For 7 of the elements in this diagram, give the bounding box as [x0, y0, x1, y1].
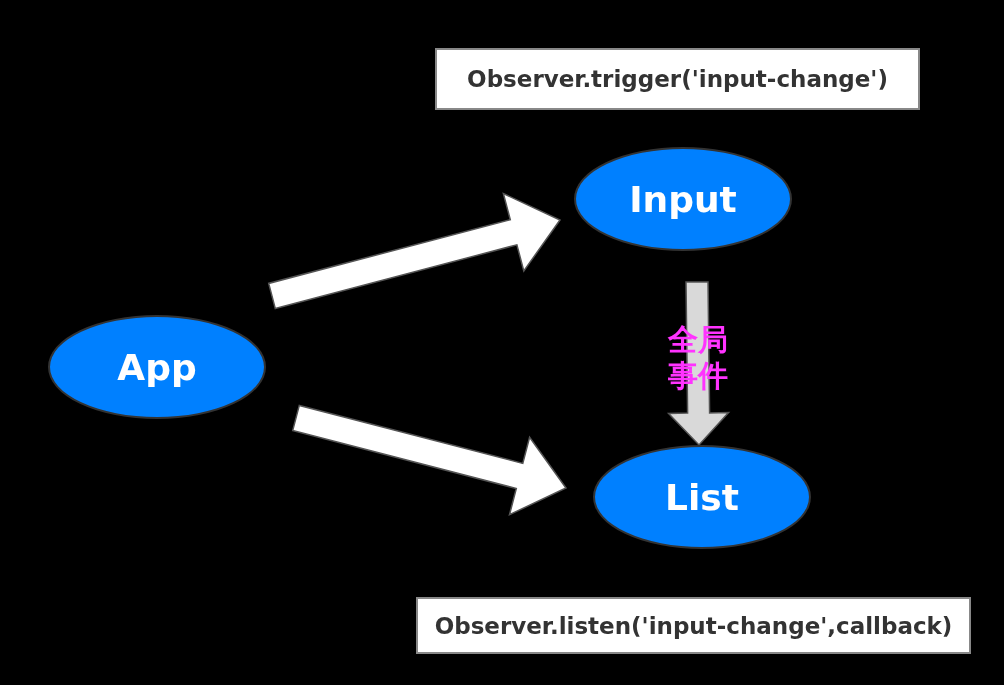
text-box: Observer.trigger('input-change'): [435, 48, 920, 110]
component-ellipse: Input: [574, 147, 792, 251]
block-arrow: [291, 404, 568, 517]
component-ellipse: App: [48, 315, 266, 419]
text-box: Observer.listen('input-change',callback): [416, 597, 971, 654]
block-arrow: [267, 192, 562, 310]
component-ellipse: List: [593, 445, 811, 549]
